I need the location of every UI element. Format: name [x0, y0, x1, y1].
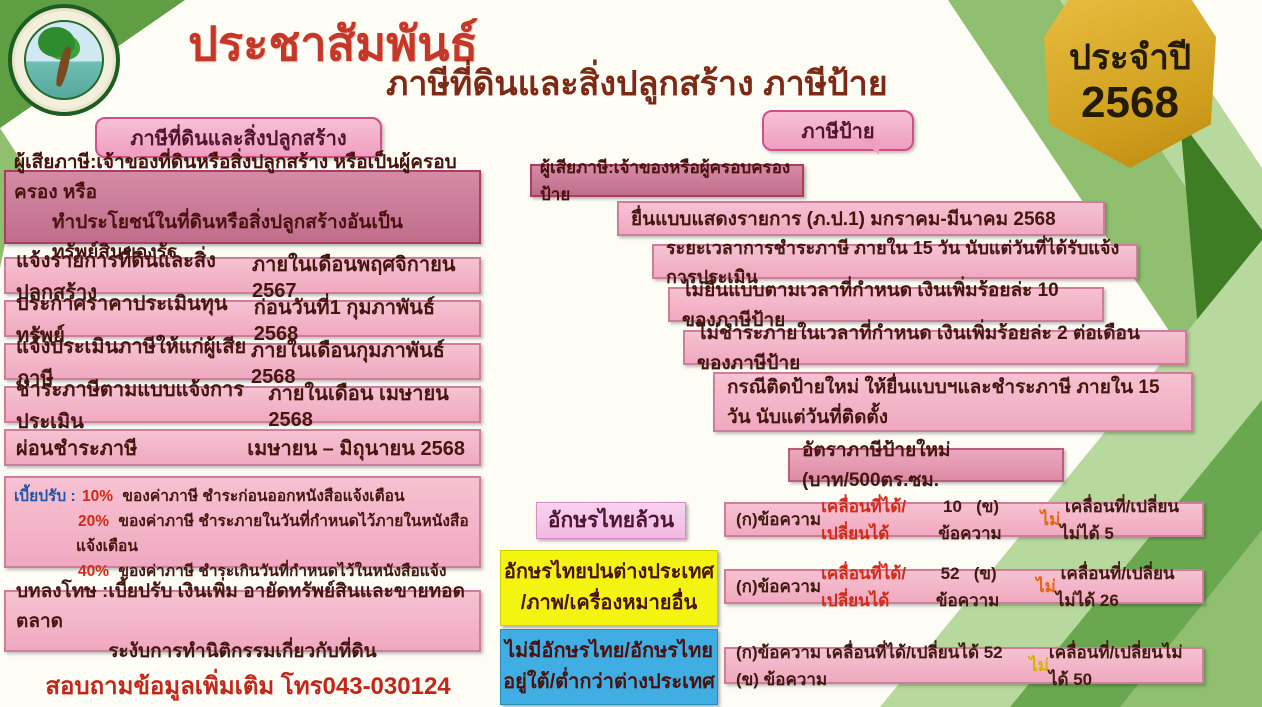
schedule-row: แจ้งรายการที่ดินและสิ่งปลูกสร้าง ภายในเด… — [4, 250, 481, 304]
detail-part: (ก)ข้อความ เคลื่อนที่ได้/เปลี่ยนได้ 52 (… — [736, 642, 1008, 689]
schedule-value: ภายในเดือน เมษายน 2568 — [268, 383, 449, 431]
land-taxpayer-box: ผู้เสียภาษี:เจ้าของที่ดินหรือสิ่งปลูกสร้… — [4, 152, 481, 263]
land-taxpayer-line1: ผู้เสียภาษี:เจ้าของที่ดินหรือสิ่งปลูกสร้… — [14, 152, 457, 203]
penalty-line: 20% ของค่าภาษี ชำระภายในวันที่กำหนดไว้ภา… — [14, 508, 471, 558]
detail-part: เคลื่อนที่/เปลี่ยนไม่ได้ 26 — [1055, 563, 1175, 610]
year-badge-label: ประจำปี — [1068, 38, 1192, 78]
detail-part-highlight: เคลื่อนที่ได้/เปลี่ยนได้ — [821, 496, 907, 543]
detail-part: (ก)ข้อความ — [736, 510, 826, 529]
logo-emblem — [24, 20, 104, 100]
penalty-text: ของค่าภาษี ชำระก่อนออกหนังสือแจ้งเตือน — [122, 488, 405, 505]
sign-taxpayer-box: ผู้เสียภาษี:เจ้าของหรือผู้ครอบครองป้าย — [530, 158, 804, 204]
punishment-box: บทลงโทษ :เบี้ยปรับ เงินเพิ่ม อายัดทรัพย์… — [4, 581, 481, 662]
detail-part-highlight: ไม่ — [1040, 510, 1061, 529]
penalty-text: ของค่าภาษี ชำระภายในวันที่กำหนดไว้ภายในห… — [76, 513, 469, 555]
category-detail-no-thai: (ก)ข้อความ เคลื่อนที่ได้/เปลี่ยนได้ 52 (… — [724, 643, 1204, 689]
schedule-value: ก่อนวันที่1 กุมภาพันธ์ 2568 — [253, 297, 436, 345]
page-title: ประชาสัมพันธ์ — [188, 17, 479, 70]
schedule-label: แจ้งประเมินภาษีให้แก่ผู้เสียภาษี — [16, 335, 247, 390]
sign-step-row: ไม่ยื่นแบบตามเวลาที่กำหนด เงินเพิ่มร้อยล… — [668, 280, 1104, 331]
schedule-row: ประกาศราคาประเมินทุนทรัพย์ ก่อนวันที่1 ก… — [4, 293, 481, 347]
penalty-percent: 40% — [78, 563, 110, 580]
sign-tax-bubble: ภาษีป้าย — [762, 110, 914, 151]
land-tax-bubble: ภาษีที่ดินและสิ่งปลูกสร้าง — [95, 117, 382, 158]
detail-part-highlight: เคลื่อนที่ได้/เปลี่ยนได้ — [821, 563, 907, 610]
municipality-logo — [8, 4, 120, 116]
detail-part-highlight: ไม่ — [1029, 656, 1049, 675]
rate-header: อัตราภาษีป้ายใหม่ (บาท/500ตร.ซม. — [788, 440, 1064, 491]
schedule-label: ประกาศราคาประเมินทุนทรัพย์ — [16, 292, 228, 347]
schedule-label: ชำระภาษีตามแบบแจ้งการประเมิน — [16, 378, 245, 433]
category-detail-thai-only: (ก)ข้อความ เคลื่อนที่ได้/เปลี่ยนได้ 10 (… — [724, 497, 1204, 543]
category-label-no-thai: ไม่มีอักษรไทย/อักษรไทย อยู่ใต้/ต่ำกว่าต่… — [500, 629, 718, 705]
penalty-percent: 20% — [78, 513, 110, 530]
sign-step-text: ไม่ยื่นแบบตามเวลาที่กำหนด เงินเพิ่มร้อยล… — [682, 279, 1059, 331]
category-detail-thai-mixed: (ก)ข้อความ เคลื่อนที่ได้/เปลี่ยนได้ 52 (… — [724, 564, 1204, 610]
sign-step-text: ระยะเวลาการชำระภาษี ภายใน 15 วัน นับแต่ว… — [666, 237, 1120, 287]
schedule-value: ภายในเดือนพฤศจิกายน 2567 — [251, 254, 456, 302]
sign-step-row: ไม่ชำระภายในเวลาที่กำหนด เงินเพิ่มร้อยล่… — [683, 323, 1187, 374]
penalty-line: เบี้ยปรับ : 10% ของค่าภาษี ชำระก่อนออกหน… — [14, 483, 471, 508]
penalty-box: เบี้ยปรับ : 10% ของค่าภาษี ชำระก่อนออกหน… — [4, 476, 481, 630]
category-label-line1: อักษรไทยล้วน — [547, 509, 675, 532]
detail-part-highlight: ไม่ — [1036, 577, 1056, 596]
penalty-percent: 10% — [82, 488, 114, 505]
schedule-row: ผ่อนชำระภาษี เมษายน – มิถุนายน 2568 — [4, 429, 481, 466]
category-label-thai-mixed: อักษรไทยปนต่างประเทศ /ภาพ/เครื่องหมายอื่… — [500, 550, 718, 626]
category-label-line2: /ภาพ/เครื่องหมายอื่น — [520, 592, 698, 614]
sign-step-row: ระยะเวลาการชำระภาษี ภายใน 15 วัน นับแต่ว… — [652, 238, 1138, 287]
category-label-line1: อักษรไทยปนต่างประเทศ — [503, 561, 715, 583]
sign-taxpayer-label: ผู้เสียภาษี:เจ้าของหรือผู้ครอบครองป้าย — [540, 157, 791, 204]
contact-info: สอบถามข้อมูลเพิ่มเติม โทร043-030124 กองค… — [45, 673, 451, 700]
schedule-row: แจ้งประเมินภาษีให้แก่ผู้เสียภาษี ภายในเด… — [4, 336, 481, 390]
land-tax-bubble-label: ภาษีที่ดินและสิ่งปลูกสร้าง — [130, 127, 347, 150]
category-label-thai-only: อักษรไทยล้วน — [536, 502, 686, 539]
penalty-lead: เบี้ยปรับ : — [14, 488, 76, 505]
detail-part: 52 (ข) ข้อความ — [935, 563, 1005, 610]
page-subtitle: ภาษีที่ดินและสิ่งปลูกสร้าง ภาษีป้าย — [386, 65, 888, 103]
punishment-line2: ระงับการทำนิติกรรมเกี่ยวกับที่ดิน — [108, 641, 377, 662]
sign-step-row: กรณีติดป้ายใหม่ ให้ยื่นแบบฯและชำระภาษี ภ… — [713, 372, 1193, 432]
detail-part: 10 (ข) ข้อความ — [938, 496, 1007, 543]
punishment-line1: บทลงโทษ :เบี้ยปรับ เงินเพิ่ม อายัดทรัพย์… — [16, 581, 465, 632]
schedule-label: ผ่อนชำระภาษี — [16, 437, 138, 460]
category-label-line2: อยู่ใต้/ต่ำกว่าต่างประเทศ — [503, 671, 715, 693]
sign-step-text: ยื่นแบบแสดงรายการ (ภ.ป.1) มกราคม-มีนาคม … — [631, 208, 1056, 230]
detail-part: เคลื่อนที่/เปลี่ยนไม่ได้ 50 — [1048, 642, 1183, 689]
sign-step-text: ไม่ชำระภายในเวลาที่กำหนด เงินเพิ่มร้อยล่… — [697, 322, 1140, 374]
schedule-row: ชำระภาษีตามแบบแจ้งการประเมิน ภายในเดือน … — [4, 379, 481, 433]
sign-step-row: ยื่นแบบแสดงรายการ (ภ.ป.1) มกราคม-มีนาคม … — [617, 201, 1105, 236]
sign-step-text: กรณีติดป้ายใหม่ ให้ยื่นแบบฯและชำระภาษี ภ… — [727, 377, 1160, 428]
schedule-label: แจ้งรายการที่ดินและสิ่งปลูกสร้าง — [16, 249, 216, 304]
detail-part: เคลื่อนที่/เปลี่ยนไม่ได้ 5 — [1060, 496, 1179, 543]
schedule-value: เมษายน – มิถุนายน 2568 — [247, 437, 465, 460]
rate-header-label: อัตราภาษีป้ายใหม่ (บาท/500ตร.ซม. — [802, 440, 951, 491]
sign-tax-bubble-label: ภาษีป้าย — [801, 120, 875, 143]
category-label-line1: ไม่มีอักษรไทย/อักษรไทย — [505, 640, 713, 662]
year-badge-year: 2568 — [1081, 77, 1179, 127]
schedule-value: ภายในเดือนกุมภาพันธ์ 2568 — [251, 340, 445, 388]
detail-part: (ก)ข้อความ — [736, 577, 826, 596]
